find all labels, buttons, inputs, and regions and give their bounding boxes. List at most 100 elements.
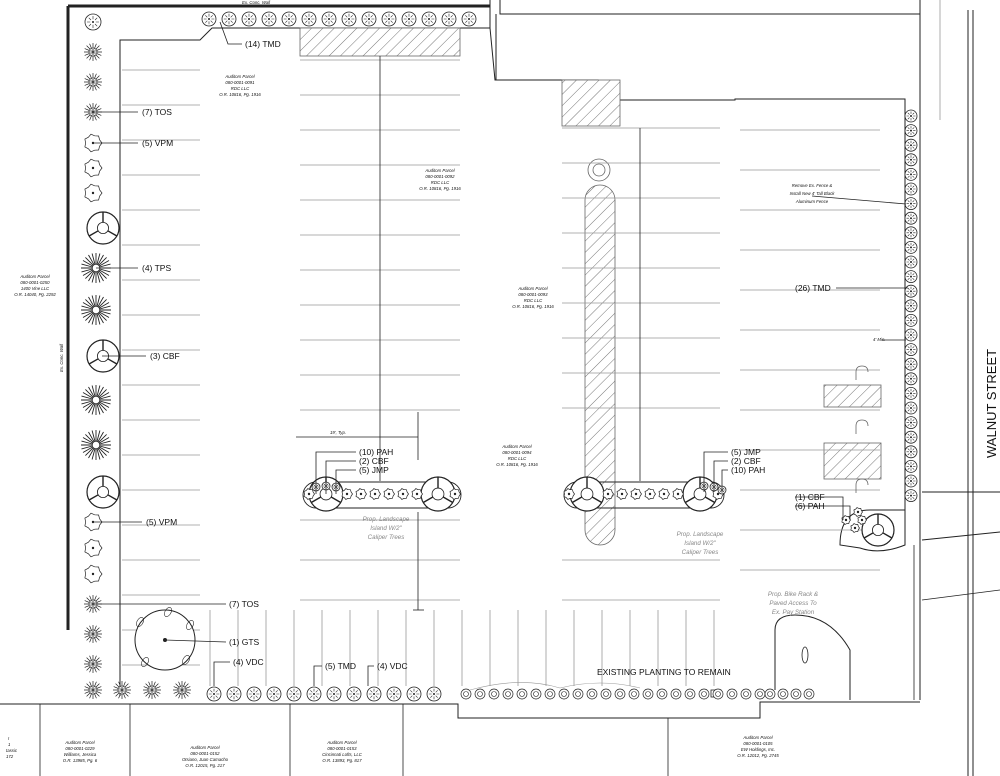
callout-pah-6: (6) PAH (795, 501, 825, 511)
shrub-symbol (904, 372, 918, 386)
shrub-symbol (341, 11, 357, 27)
existing-shrub-outline (469, 682, 641, 691)
shrub-symbol (904, 240, 918, 254)
tree-symbol (569, 476, 605, 512)
shrub-symbol (401, 11, 417, 27)
shrub-symbol (602, 488, 614, 500)
svg-text:O.R. 10816, Pg. 1916: O.R. 10816, Pg. 1916 (219, 92, 261, 97)
tree-symbol (86, 475, 120, 509)
svg-text:O.R. 12015, Pg. 217: O.R. 12015, Pg. 217 (185, 763, 225, 768)
shrub-symbol (361, 11, 377, 27)
shrub-symbol (563, 488, 575, 500)
svg-text:RDC LLC: RDC LLC (524, 298, 543, 303)
groundcover-symbol (558, 688, 570, 700)
svg-text:Auditors Parcel: Auditors Parcel (742, 735, 773, 740)
shrub-symbol (853, 507, 863, 517)
shrub-symbol (904, 328, 918, 342)
shrub-symbol (386, 686, 402, 702)
groundcover-symbol (712, 688, 724, 700)
svg-text:O.R. 12012, Pg. 2745: O.R. 12012, Pg. 2745 (737, 753, 779, 758)
shrub-symbol (904, 313, 918, 327)
svg-text:I: I (8, 736, 10, 741)
shrub-symbol (206, 686, 222, 702)
shrub-symbol (306, 686, 322, 702)
shrub-symbol (904, 211, 918, 225)
groundcover-symbol (790, 688, 802, 700)
dim-4-min-label: 4' Min. (873, 337, 886, 342)
callout-cbf-3: (3) CBF (150, 351, 180, 361)
svg-text:Auditors Parcel: Auditors Parcel (424, 168, 455, 173)
parcel-label: Auditors Parcel 080-0001-0092 RDC LLC O.… (419, 168, 461, 191)
shrub-symbol (281, 11, 297, 27)
callout-cbf-1: (1) CBF (795, 492, 825, 502)
shrub-symbol (246, 686, 262, 702)
shrub-symbol (904, 284, 918, 298)
shrub-symbol (84, 13, 102, 31)
ornamental-grass-symbol (81, 295, 111, 325)
shrub-symbol (904, 255, 918, 269)
island-note-right-2: Island W/2" (684, 540, 716, 547)
shrub-symbol (857, 515, 867, 525)
svg-text:Auditors Parcel: Auditors Parcel (64, 740, 95, 745)
shrub-symbol (904, 445, 918, 459)
shrub-symbol (426, 686, 442, 702)
shrub-symbol (904, 167, 918, 181)
shrub-symbol (904, 343, 918, 357)
tree-symbol (86, 211, 120, 245)
callout-pah-10-left: (10) PAH (359, 447, 393, 457)
shrub-symbol (630, 488, 642, 500)
groundcover-symbol (544, 688, 556, 700)
shrub-symbol (441, 11, 457, 27)
shrub-symbol (261, 11, 277, 27)
shrub-symbol (904, 153, 918, 167)
island-note-right-1: Prop. Landscape (677, 531, 724, 538)
svg-text:080-0001-0105: 080-0001-0105 (743, 741, 773, 746)
groundcover-symbol (628, 688, 640, 700)
parcel-label: Auditors Parcel 080-0001-0152 Otsiano, J… (182, 745, 229, 768)
bike-rack-symbol (855, 365, 869, 380)
groundcover-symbol (698, 688, 710, 700)
svg-text:O.R. 10816, Pg. 1916: O.R. 10816, Pg. 1916 (419, 186, 461, 191)
svg-text:080-0001-0250: 080-0001-0250 (20, 280, 50, 285)
shrub-symbol (84, 538, 103, 558)
shrub-symbol (303, 488, 315, 500)
svg-text:080-0001-0092: 080-0001-0092 (425, 174, 455, 179)
callout-pah-10-right: (10) PAH (731, 465, 765, 475)
svg-text:Auditors Parcel: Auditors Parcel (19, 274, 50, 279)
shrub-symbol (241, 11, 257, 27)
shrub-symbol (449, 488, 461, 500)
parcel-label: Auditors Parcel 080-0001-0093 RDC LLC O.… (512, 286, 554, 309)
groundcover-symbol (684, 688, 696, 700)
svg-text:Auditors Parcel: Auditors Parcel (517, 286, 548, 291)
groundcover-symbol (726, 688, 738, 700)
parcel-label: Auditors Parcel 080-0001-0091 RDC LLC O.… (219, 74, 261, 97)
groundcover-symbol (656, 688, 668, 700)
dim-typ-label: 19', Typ. (330, 430, 346, 435)
shrub-symbol (904, 138, 918, 152)
svg-text:Auditors Parcel: Auditors Parcel (224, 74, 255, 79)
groundcover-symbol (460, 688, 472, 700)
shrub-symbol (904, 474, 918, 488)
svg-text:Auditors Parcel: Auditors Parcel (501, 444, 532, 449)
parcel-label: Auditors Parcel 080-0001-0153 Cincinnati… (322, 740, 363, 763)
svg-text:1: 1 (8, 742, 11, 747)
groundcover-symbol (642, 688, 654, 700)
callout-vdc-4-right: (4) VDC (377, 661, 408, 671)
island-note-right-3: Caliper Trees (682, 549, 719, 556)
svg-text:080-0001-0153: 080-0001-0153 (327, 746, 357, 751)
groundcover-symbol (764, 688, 776, 700)
shrub-symbol (904, 299, 918, 313)
svg-text:Otsiano, Juan Camacho: Otsiano, Juan Camacho (182, 757, 229, 762)
spiky-shrub-symbol (84, 681, 102, 699)
svg-text:O.R. 14040, Pg. 2292: O.R. 14040, Pg. 2292 (14, 292, 56, 297)
parcel-label: Auditors Parcel 080-0001-0229 Williams, … (63, 740, 98, 763)
shrub-symbol (904, 489, 918, 503)
callout-cbf-2-left: (2) CBF (359, 456, 389, 466)
spiky-shrub-symbol (113, 681, 131, 699)
callout-tmd-5: (5) TMD (325, 661, 356, 671)
svg-text:RDC LLC: RDC LLC (508, 456, 527, 461)
groundcover-symbol (530, 688, 542, 700)
parking-stalls (122, 59, 880, 686)
groundcover-symbol (614, 688, 626, 700)
